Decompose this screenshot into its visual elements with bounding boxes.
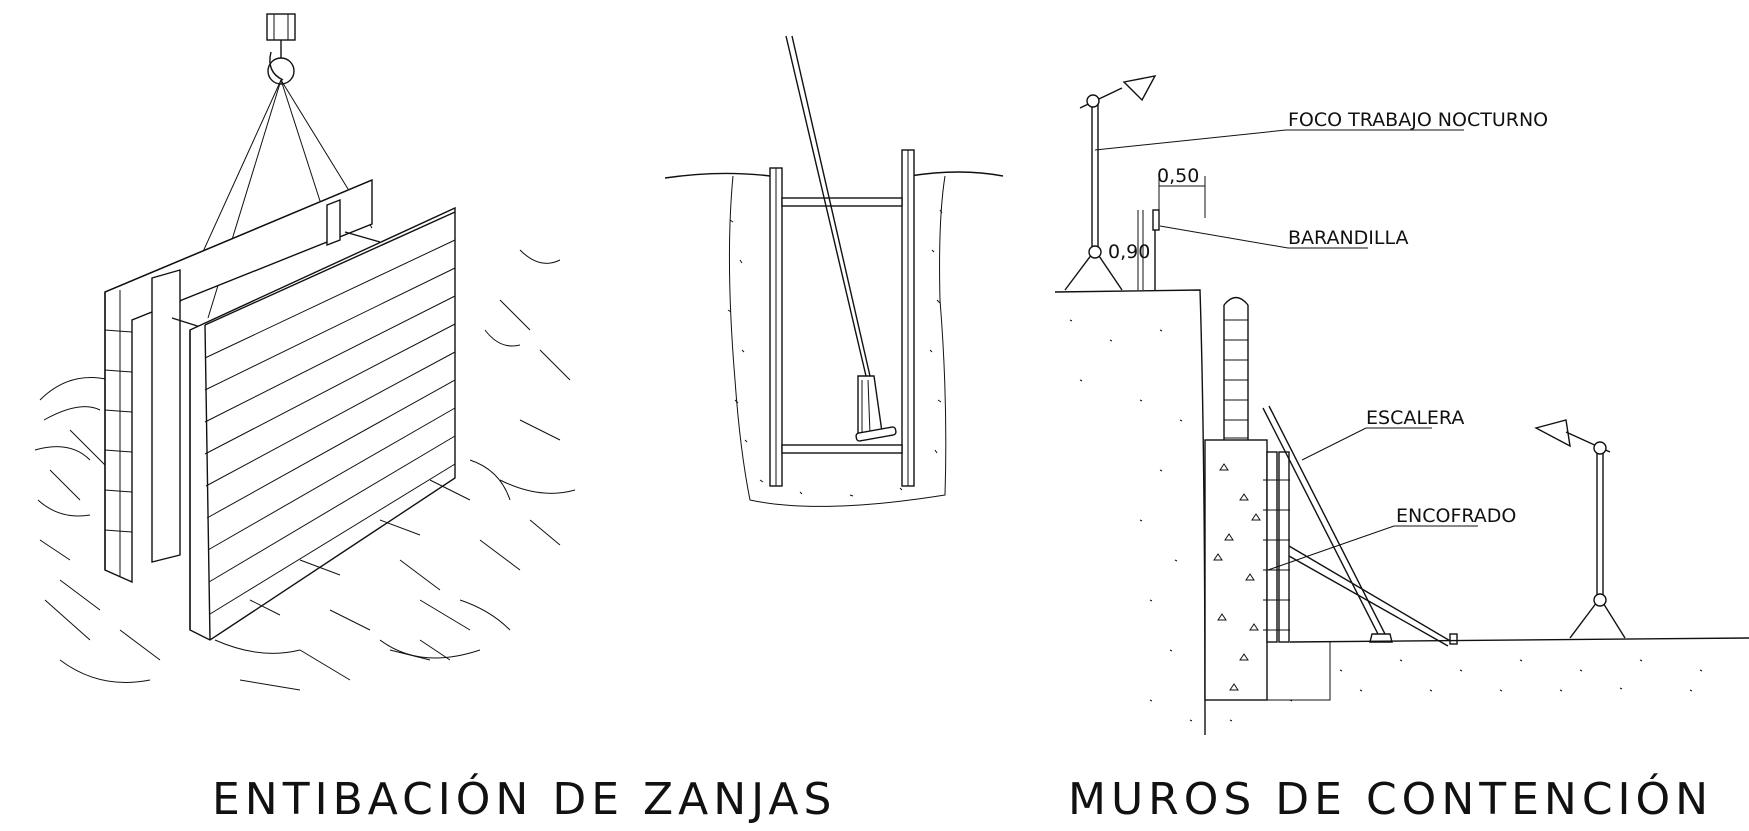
floodlight-icon-bottom bbox=[1534, 419, 1626, 639]
railing bbox=[1142, 209, 1160, 290]
concrete-wall bbox=[1204, 439, 1268, 701]
ground-texture-front bbox=[214, 479, 511, 661]
dimension-height-label: 0,90 bbox=[1108, 241, 1150, 263]
encofrado-label: ENCOFRADO bbox=[1396, 505, 1516, 527]
leader-lines bbox=[1094, 129, 1478, 571]
trench-struts bbox=[781, 197, 903, 454]
dimension-lines bbox=[1137, 176, 1206, 290]
shoring-posts bbox=[151, 198, 341, 563]
foco-label: FOCO TRABAJO NOCTURNO bbox=[1288, 109, 1548, 131]
soil-texture-left bbox=[34, 249, 576, 691]
escalera-label: ESCALERA bbox=[1366, 407, 1464, 429]
crane-hook-icon bbox=[266, 13, 296, 85]
trench-shoring-illustration bbox=[34, 13, 576, 691]
title-right: MUROS DE CONTENCIÓN bbox=[1068, 772, 1713, 825]
title-left: ENTIBACIÓN DE ZANJAS bbox=[212, 772, 836, 825]
ladder bbox=[1223, 296, 1249, 440]
dimension-width-label: 0,50 bbox=[1157, 165, 1199, 187]
soil-speckle-middle bbox=[727, 209, 943, 497]
long-handled-tool-icon bbox=[785, 35, 897, 442]
soil-dots-right bbox=[1069, 319, 1703, 722]
trench-side-plates bbox=[769, 149, 915, 487]
front-shoring-panel bbox=[189, 206, 456, 641]
formwork bbox=[1262, 405, 1458, 647]
retaining-wall-illustration: 0,50 0,90 bbox=[1054, 75, 1749, 736]
floodlight-icon-top bbox=[1064, 75, 1157, 291]
narrow-trench-illustration bbox=[664, 35, 1004, 507]
barandilla-label: BARANDILLA bbox=[1288, 227, 1409, 249]
